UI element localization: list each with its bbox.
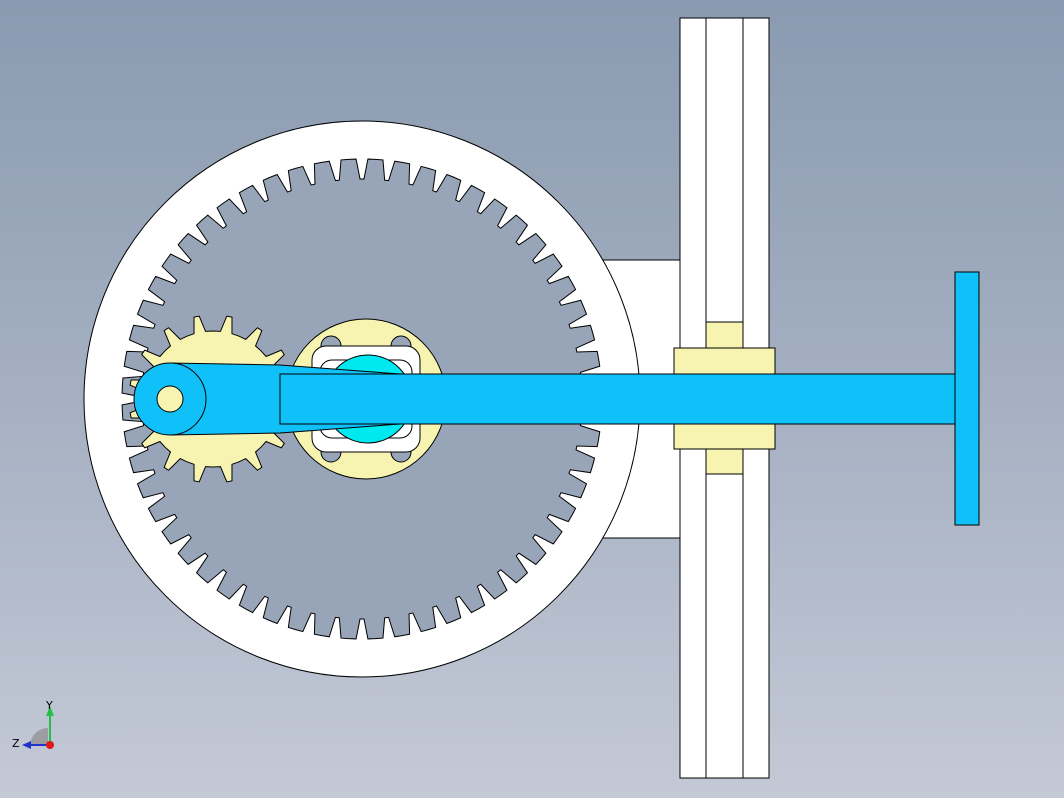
coordinate-triad: Y Z	[12, 699, 54, 750]
y-axis-label: Y	[45, 699, 53, 712]
t-handle-plate[interactable]	[954, 271, 980, 526]
z-axis-label: Z	[12, 737, 20, 750]
crank-arm	[133, 362, 956, 436]
